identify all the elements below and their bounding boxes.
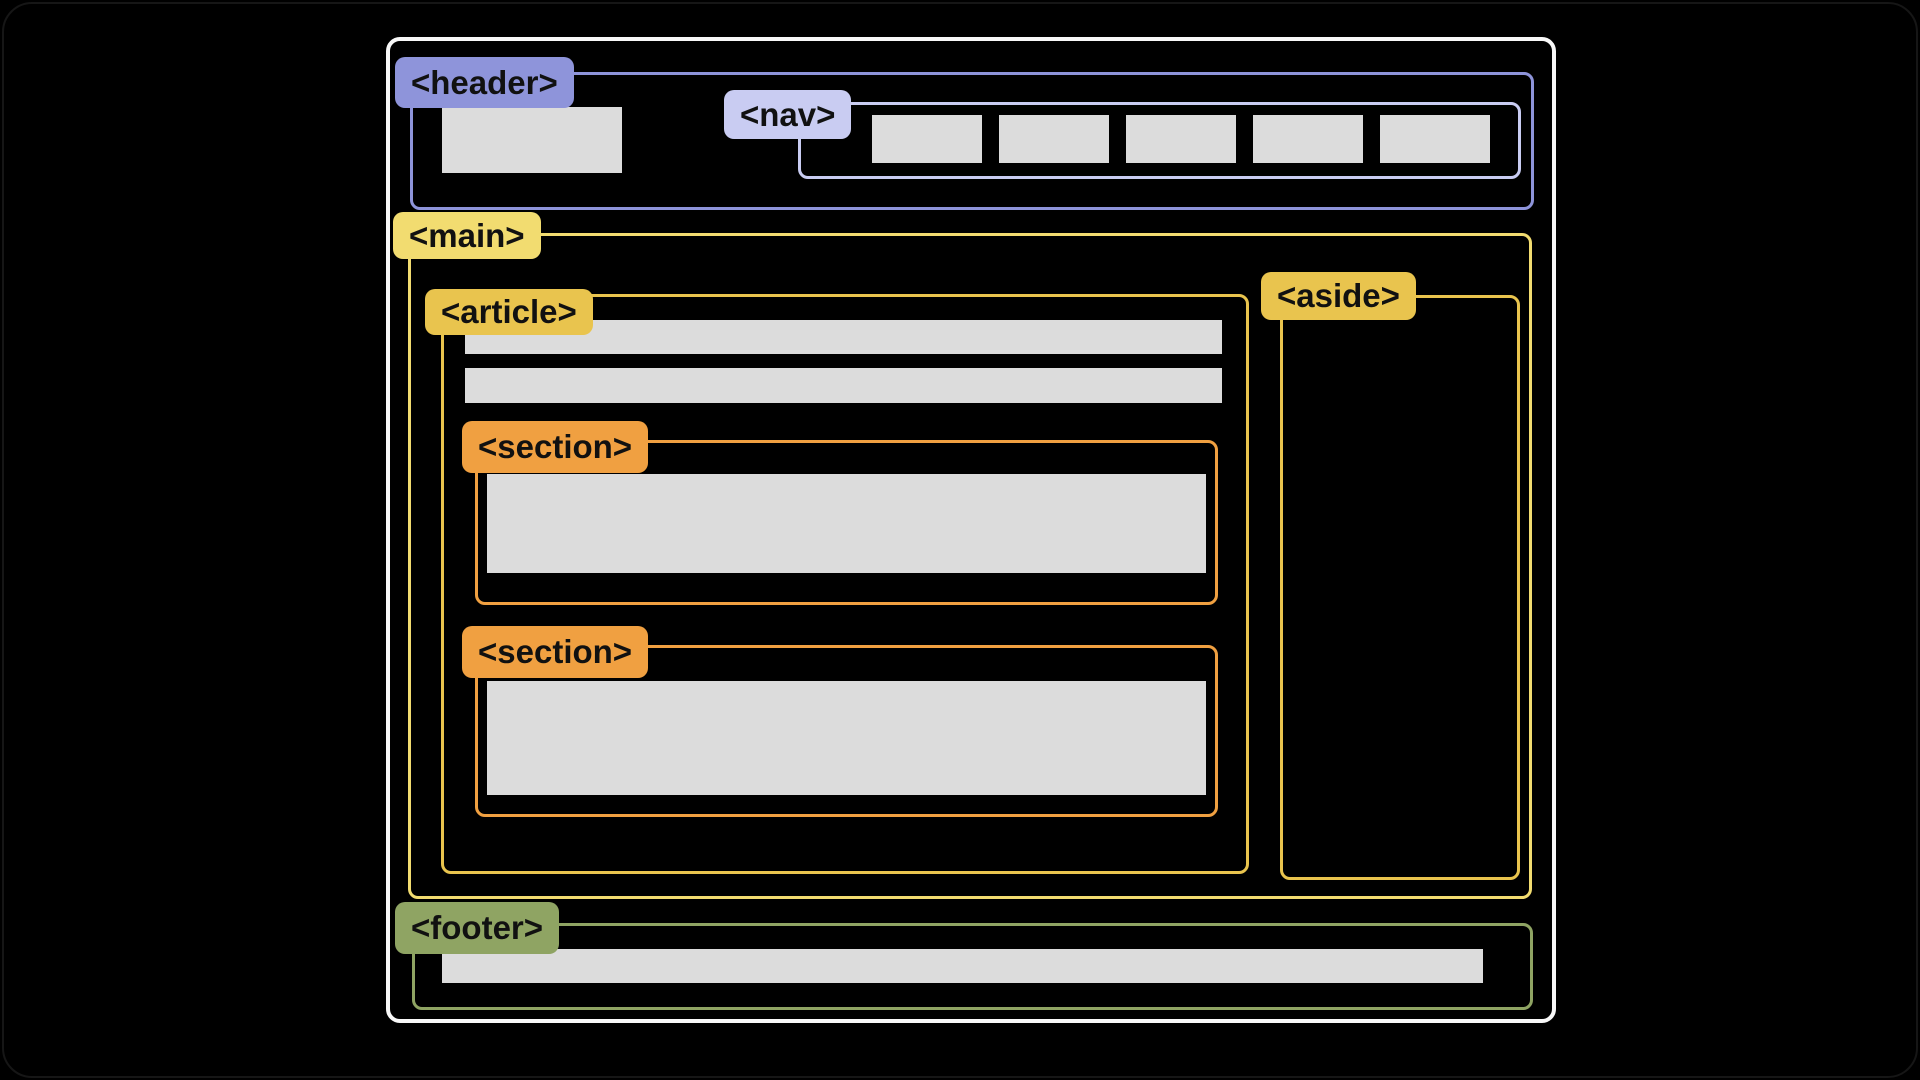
section-top-content-placeholder <box>487 474 1206 573</box>
nav-element-outline <box>798 102 1521 179</box>
nav-item-placeholder <box>872 115 982 163</box>
article-element-outline <box>441 294 1249 874</box>
section-top-element-outline <box>475 440 1218 605</box>
page-frame <box>386 37 1556 1023</box>
header-tag-label: <header> <box>395 57 574 108</box>
article-subtitle-placeholder <box>465 368 1222 403</box>
nav-item-placeholder <box>1253 115 1363 163</box>
section-bottom-element-outline <box>475 645 1218 817</box>
logo-placeholder <box>442 107 622 173</box>
article-tag-label: <article> <box>425 289 593 335</box>
nav-tag-label: <nav> <box>724 90 852 139</box>
section-top-tag-label: <section> <box>462 421 649 473</box>
aside-tag-label: <aside> <box>1261 272 1416 320</box>
section-bottom-tag-label: <section> <box>462 626 649 678</box>
nav-item-placeholder <box>1380 115 1490 163</box>
footer-tag-label: <footer> <box>395 902 560 954</box>
main-tag-label: <main> <box>393 212 541 259</box>
section-bottom-content-placeholder <box>487 681 1206 795</box>
main-element-outline <box>408 233 1532 899</box>
nav-item-placeholder <box>999 115 1109 163</box>
nav-item-placeholder <box>1126 115 1236 163</box>
footer-element-outline <box>412 923 1533 1010</box>
header-element-outline <box>410 72 1534 210</box>
nav-items-row <box>872 115 1490 163</box>
footer-content-placeholder <box>442 949 1483 983</box>
aside-element-outline <box>1280 295 1520 880</box>
